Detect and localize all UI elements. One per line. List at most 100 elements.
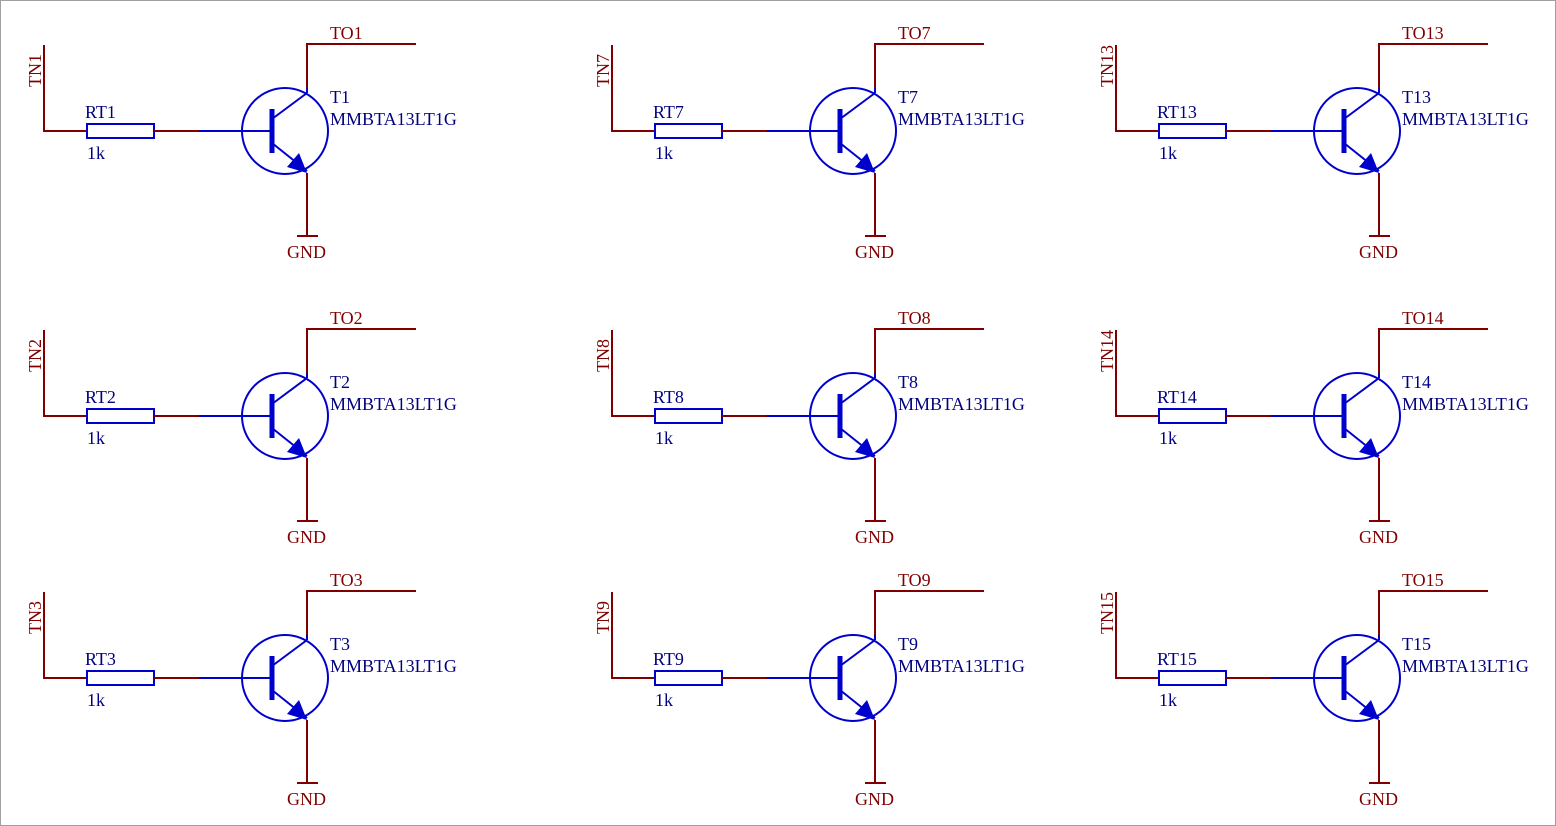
resistor-designator: RT2: [85, 387, 116, 407]
resistor-value: 1k: [655, 143, 673, 163]
transistor-designator: T14: [1402, 372, 1431, 392]
output-net-label: TO14: [1402, 308, 1444, 328]
transistor-collector: [1343, 377, 1380, 405]
transistor-designator: T7: [898, 87, 918, 107]
resistor-designator: RT14: [1157, 387, 1197, 407]
input-net-label: TN9: [593, 601, 613, 634]
ground-net-label: GND: [1359, 527, 1398, 547]
transistor-body: [809, 372, 897, 460]
resistor-value: 1k: [1159, 143, 1177, 163]
transistor-part-number: MMBTA13LT1G: [1402, 394, 1529, 414]
resistor-value: 1k: [655, 690, 673, 710]
resistor-value: 1k: [1159, 428, 1177, 448]
transistor-body: [809, 634, 897, 722]
emitter-arrow: [287, 700, 307, 720]
resistor: [86, 670, 155, 686]
transistor-body: [241, 87, 329, 175]
transistor-body: [1313, 634, 1401, 722]
transistor-part-number: MMBTA13LT1G: [898, 109, 1025, 129]
resistor-designator: RT7: [653, 102, 684, 122]
input-wire: [1115, 592, 1159, 679]
output-net-label: TO7: [898, 23, 931, 43]
output-net-label: TO8: [898, 308, 931, 328]
transistor-part-number: MMBTA13LT1G: [330, 109, 457, 129]
output-wire: [1378, 590, 1488, 635]
transistor-part-number: MMBTA13LT1G: [898, 394, 1025, 414]
transistor-collector: [271, 639, 308, 667]
input-net-label: TN3: [25, 601, 45, 634]
input-wire: [611, 592, 655, 679]
ground-net-label: GND: [855, 527, 894, 547]
output-net-label: TO1: [330, 23, 363, 43]
resistor: [654, 123, 723, 139]
emitter-arrow: [855, 438, 875, 458]
resistor: [1158, 123, 1227, 139]
transistor-body: [809, 87, 897, 175]
emitter-arrow: [855, 700, 875, 720]
emitter-arrow: [855, 153, 875, 173]
transistor-collector: [839, 639, 876, 667]
resistor-value: 1k: [87, 690, 105, 710]
transistor-part-number: MMBTA13LT1G: [1402, 656, 1529, 676]
resistor-designator: RT9: [653, 649, 684, 669]
input-wire: [611, 330, 655, 417]
input-wire: [1115, 45, 1159, 132]
resistor: [86, 123, 155, 139]
emitter-arrow: [1359, 700, 1379, 720]
input-wire: [43, 592, 87, 679]
resistor-designator: RT3: [85, 649, 116, 669]
transistor-part-number: MMBTA13LT1G: [330, 656, 457, 676]
resistor-designator: RT1: [85, 102, 116, 122]
ground-net-label: GND: [855, 789, 894, 809]
input-net-label: TN7: [593, 54, 613, 87]
transistor-designator: T2: [330, 372, 350, 392]
input-wire: [43, 45, 87, 132]
resistor: [1158, 408, 1227, 424]
output-wire: [306, 590, 416, 635]
ground-net-label: GND: [855, 242, 894, 262]
ground-net-label: GND: [1359, 789, 1398, 809]
transistor-part-number: MMBTA13LT1G: [1402, 109, 1529, 129]
transistor-designator: T8: [898, 372, 918, 392]
output-net-label: TO2: [330, 308, 363, 328]
transistor-collector: [839, 377, 876, 405]
input-net-label: TN14: [1097, 330, 1117, 372]
output-wire: [306, 43, 416, 88]
resistor-designator: RT15: [1157, 649, 1197, 669]
input-net-label: TN15: [1097, 592, 1117, 634]
output-net-label: TO15: [1402, 570, 1444, 590]
transistor-body: [1313, 87, 1401, 175]
resistor: [654, 670, 723, 686]
output-wire: [1378, 328, 1488, 373]
transistor-body: [1313, 372, 1401, 460]
input-net-label: TN2: [25, 339, 45, 372]
resistor-value: 1k: [655, 428, 673, 448]
ground-net-label: GND: [287, 242, 326, 262]
transistor-designator: T1: [330, 87, 350, 107]
output-net-label: TO13: [1402, 23, 1444, 43]
ground-net-label: GND: [1359, 242, 1398, 262]
input-net-label: TN1: [25, 54, 45, 87]
resistor: [654, 408, 723, 424]
transistor-collector: [839, 92, 876, 120]
output-wire: [874, 43, 984, 88]
ground-net-label: GND: [287, 527, 326, 547]
transistor-part-number: MMBTA13LT1G: [898, 656, 1025, 676]
resistor-designator: RT13: [1157, 102, 1197, 122]
resistor-value: 1k: [87, 143, 105, 163]
resistor: [1158, 670, 1227, 686]
transistor-collector: [271, 92, 308, 120]
emitter-arrow: [1359, 438, 1379, 458]
resistor-value: 1k: [87, 428, 105, 448]
transistor-designator: T13: [1402, 87, 1431, 107]
